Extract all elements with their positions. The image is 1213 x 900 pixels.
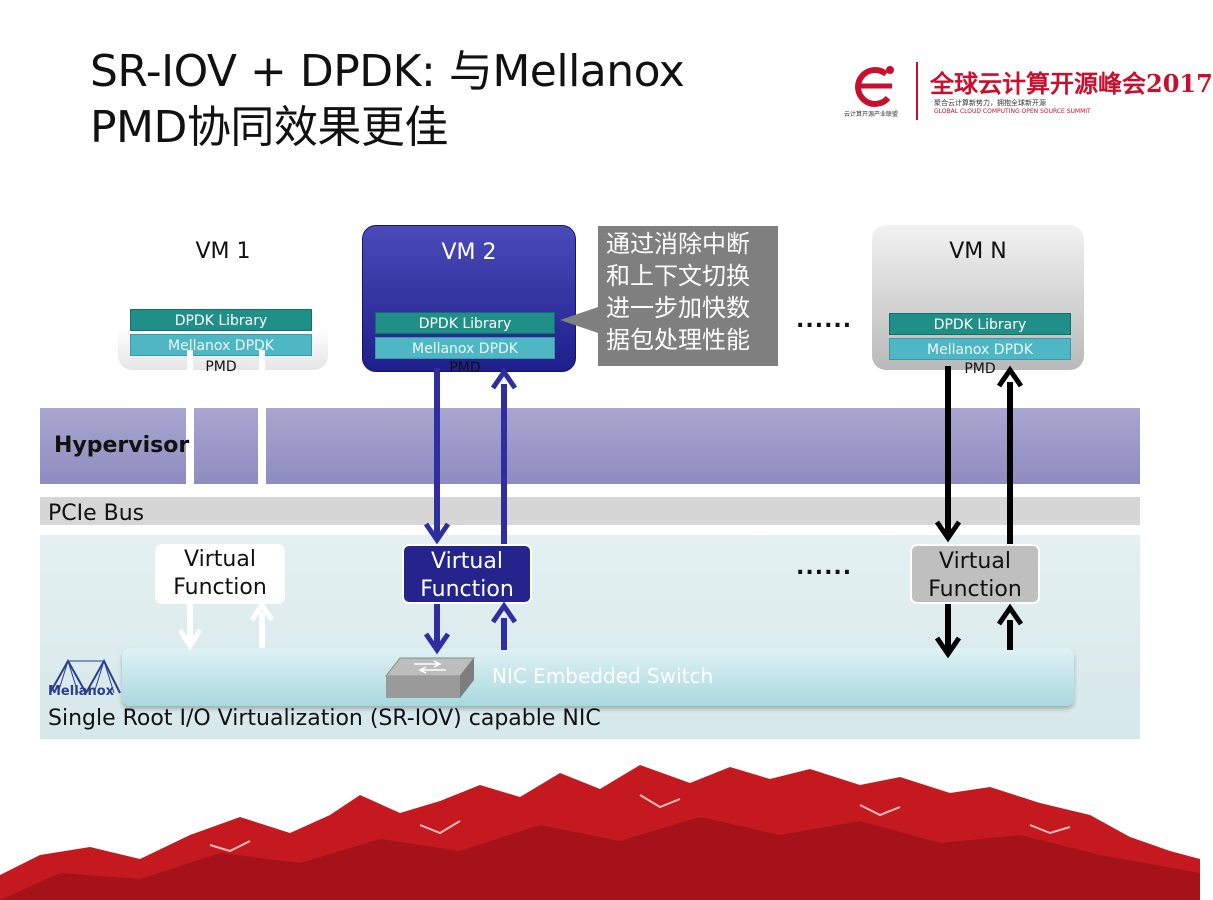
vm-2-pmd-label: PMD	[449, 360, 481, 376]
title-line-2: PMD协同效果更佳	[90, 102, 448, 153]
hypervisor-label: Hypervisor	[54, 433, 190, 458]
logo-tagline-en: GLOBAL CLOUD COMPUTING OPEN SOURCE SUMMI…	[934, 108, 1091, 115]
slide-title: SR-IOV + DPDK: 与Mellanox PMD协同效果更佳	[90, 44, 685, 156]
title-line-1: SR-IOV + DPDK: 与Mellanox	[90, 46, 685, 97]
hypervisor-bar-right	[266, 408, 1140, 484]
logo-divider	[916, 62, 918, 120]
callout-line-4: 据包处理性能	[606, 326, 750, 354]
vm-1-pmd-label: PMD	[205, 359, 237, 375]
vm-ellipsis: ......	[796, 308, 853, 333]
vm-n-mellanox-pmd: Mellanox DPDK	[889, 338, 1071, 360]
logo-tagline: 聚合云计算新势力，拥抱全球新开源	[934, 99, 1046, 107]
vm-2-mellanox-pmd: Mellanox DPDK	[375, 337, 555, 359]
callout-line-3: 进一步加快数	[606, 294, 750, 322]
network-switch-icon	[384, 657, 476, 698]
great-wall-mountain-decoration	[0, 765, 1200, 900]
vf-2-line-2: Function	[420, 577, 514, 602]
nic-embedded-switch-bar	[122, 648, 1074, 706]
pcie-bus-label: PCIe Bus	[48, 501, 145, 526]
vm-n-box: VM N DPDK Library Mellanox DPDK PMD	[872, 225, 1084, 377]
vm-2-label: VM 2	[441, 240, 497, 265]
callout-box: 通过消除中断 和上下文切换 进一步加快数 据包处理性能	[598, 226, 778, 366]
summit-emblem-icon	[855, 66, 894, 107]
vm-n-pmd-label: PMD	[964, 361, 996, 377]
vm-1-dpdk-library: DPDK Library	[130, 309, 312, 331]
vm-2-box: VM 2 DPDK Library Mellanox DPDK PMD	[362, 225, 576, 376]
vf-n-line-2: Function	[928, 577, 1022, 602]
vm-n-label: VM N	[949, 239, 1007, 264]
vm-2-dpdk-library: DPDK Library	[375, 312, 555, 334]
callout-line-1: 通过消除中断	[606, 230, 750, 258]
virtual-function-n: Virtual Function	[910, 544, 1040, 604]
mellanox-logo-icon	[49, 658, 121, 694]
sr-iov-nic-label: Single Root I/O Virtualization (SR-IOV) …	[48, 706, 601, 731]
logo-org-text: 云计算开源产业联盟	[844, 111, 899, 118]
pcie-bus-bar	[40, 497, 1140, 525]
virtual-function-2: Virtual Function	[402, 544, 532, 604]
logo-summit-name: 全球云计算开源峰会2017	[930, 69, 1213, 98]
callout-line-2: 和上下文切换	[606, 262, 750, 290]
summit-logo: 云计算开源产业联盟 全球云计算开源峰会2017 聚合云计算新势力，拥抱全球新开源…	[838, 58, 1213, 128]
vm-n-dpdk-library: DPDK Library	[889, 313, 1071, 335]
callout-pointer	[560, 307, 598, 333]
hypervisor-bar-left	[40, 408, 186, 484]
vm-1-mellanox-pmd: Mellanox DPDK	[130, 334, 312, 356]
vf-1-line-2: Function	[173, 575, 267, 600]
vm-1-box: VM 1 DPDK Library Mellanox DPDK PMD	[118, 225, 328, 375]
vf-2-line-1: Virtual	[431, 549, 503, 574]
vf-ellipsis: ......	[796, 555, 853, 580]
vf-1-line-1: Virtual	[184, 547, 256, 572]
vf-n-line-1: Virtual	[939, 549, 1011, 574]
vm-1-label: VM 1	[195, 239, 251, 264]
hypervisor-bar-mid	[194, 408, 258, 484]
virtual-function-1: Virtual Function	[155, 544, 285, 604]
nic-embedded-switch-label: NIC Embedded Switch	[492, 664, 714, 688]
mellanox-logo-text: Mellanox	[48, 684, 115, 699]
